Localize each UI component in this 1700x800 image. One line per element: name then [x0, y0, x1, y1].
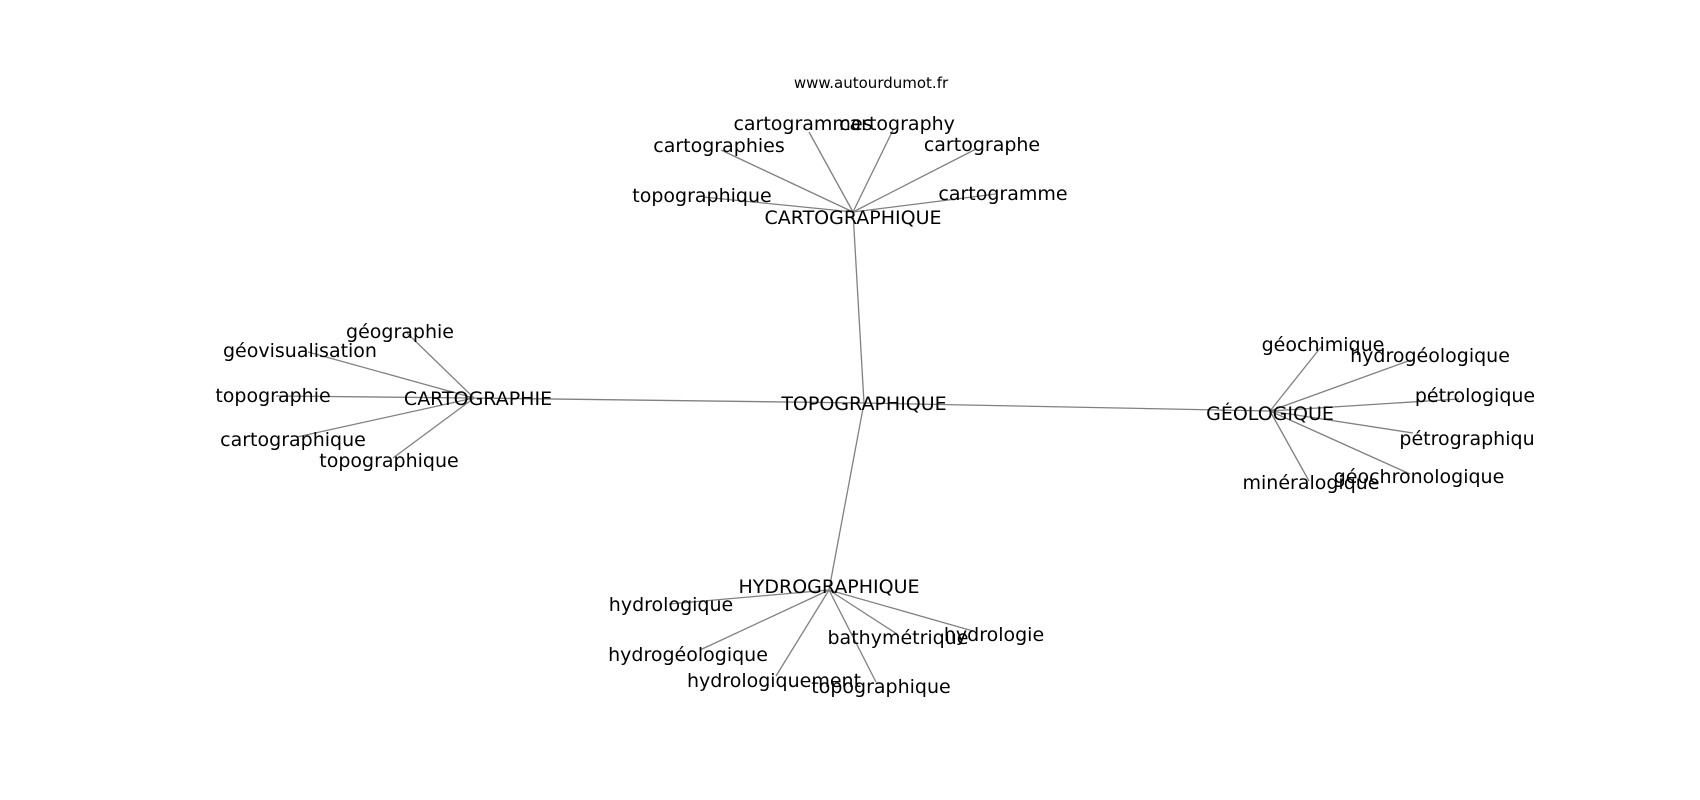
leaf-node-label: géographie	[346, 321, 454, 343]
leaf-node-label: hydrologique	[609, 594, 733, 616]
edge-cartographie-leaf	[392, 397, 475, 459]
edge-center-cartographie	[473, 397, 865, 404]
edge-cartographie-leaf	[406, 332, 475, 399]
edge-geologique-leaf	[1269, 346, 1322, 412]
leaf-node-label: topographique	[811, 676, 950, 698]
leaf-node-label: géochronologique	[1334, 466, 1505, 488]
edge-cartographie-leaf	[296, 397, 475, 438]
edge-geologique-leaf	[1269, 410, 1411, 475]
leaf-node-label: topographique	[319, 450, 458, 472]
edge-hydrographique-leaf	[699, 589, 830, 651]
edge-geologique-leaf	[1269, 398, 1460, 412]
edge-center-geologique	[863, 402, 1271, 412]
edge-cartographie-leaf	[275, 395, 475, 399]
leaf-node-label: cartography	[839, 113, 955, 135]
hub-node-label: CARTOGRAPHIE	[404, 388, 552, 410]
leaf-node-label: bathymétrique	[828, 627, 969, 649]
leaf-node-label: géochimique	[1262, 334, 1385, 356]
edge-cartographique-leaf	[808, 131, 854, 213]
leaf-node-label: cartographique	[220, 429, 366, 451]
leaf-node-label: cartogramme	[938, 183, 1067, 205]
leaf-node-label: pétrographiqu	[1399, 428, 1534, 450]
leaf-node-label: minéralogique	[1242, 472, 1379, 494]
edges-layer	[275, 129, 1460, 683]
edge-geologique-leaf	[1269, 410, 1414, 434]
leaf-node-label: hydrogéologique	[1350, 345, 1510, 367]
edge-hydrographique-leaf	[668, 589, 830, 605]
leaf-node-label: hydrologie	[944, 624, 1044, 646]
edge-cartographique-leaf	[702, 196, 854, 213]
leaf-node-label: pétrologique	[1415, 385, 1535, 407]
edge-hydrographique-leaf	[828, 589, 877, 683]
leaf-node-label: hydrogéologique	[608, 644, 768, 666]
leaf-node-label: hydrologiquement	[687, 670, 861, 692]
edge-cartographique-leaf	[852, 129, 894, 213]
watermark: www.autourdumot.fr	[794, 74, 949, 92]
leaf-node-label: cartogrammes	[733, 113, 872, 135]
edge-hydrographique-leaf	[775, 589, 830, 677]
edge-cartographique-leaf	[852, 193, 997, 213]
leaf-node-label: cartographies	[653, 135, 784, 157]
leaf-node-label: cartographe	[924, 134, 1040, 156]
edge-cartographique-leaf	[720, 149, 854, 213]
edge-geologique-leaf	[1269, 359, 1412, 412]
edge-hydrographique-leaf	[828, 589, 974, 632]
edge-center-hydrographique	[828, 402, 865, 591]
edge-cartographie-leaf	[307, 351, 475, 399]
edge-center-cartographique	[852, 211, 865, 404]
leaf-node-label: topographie	[215, 385, 330, 407]
hub-node-label: HYDROGRAPHIQUE	[738, 576, 919, 598]
hub-node-label: GÉOLOGIQUE	[1206, 402, 1334, 425]
edge-cartographique-leaf	[852, 148, 977, 213]
center-node-label: TOPOGRAPHIQUE	[780, 393, 946, 415]
leaf-node-label: géovisualisation	[223, 340, 377, 362]
edge-hydrographique-leaf	[828, 589, 898, 635]
leaf-node-label: topographique	[632, 185, 771, 207]
edge-geologique-leaf	[1269, 410, 1310, 482]
hub-node-label: CARTOGRAPHIQUE	[764, 207, 941, 229]
